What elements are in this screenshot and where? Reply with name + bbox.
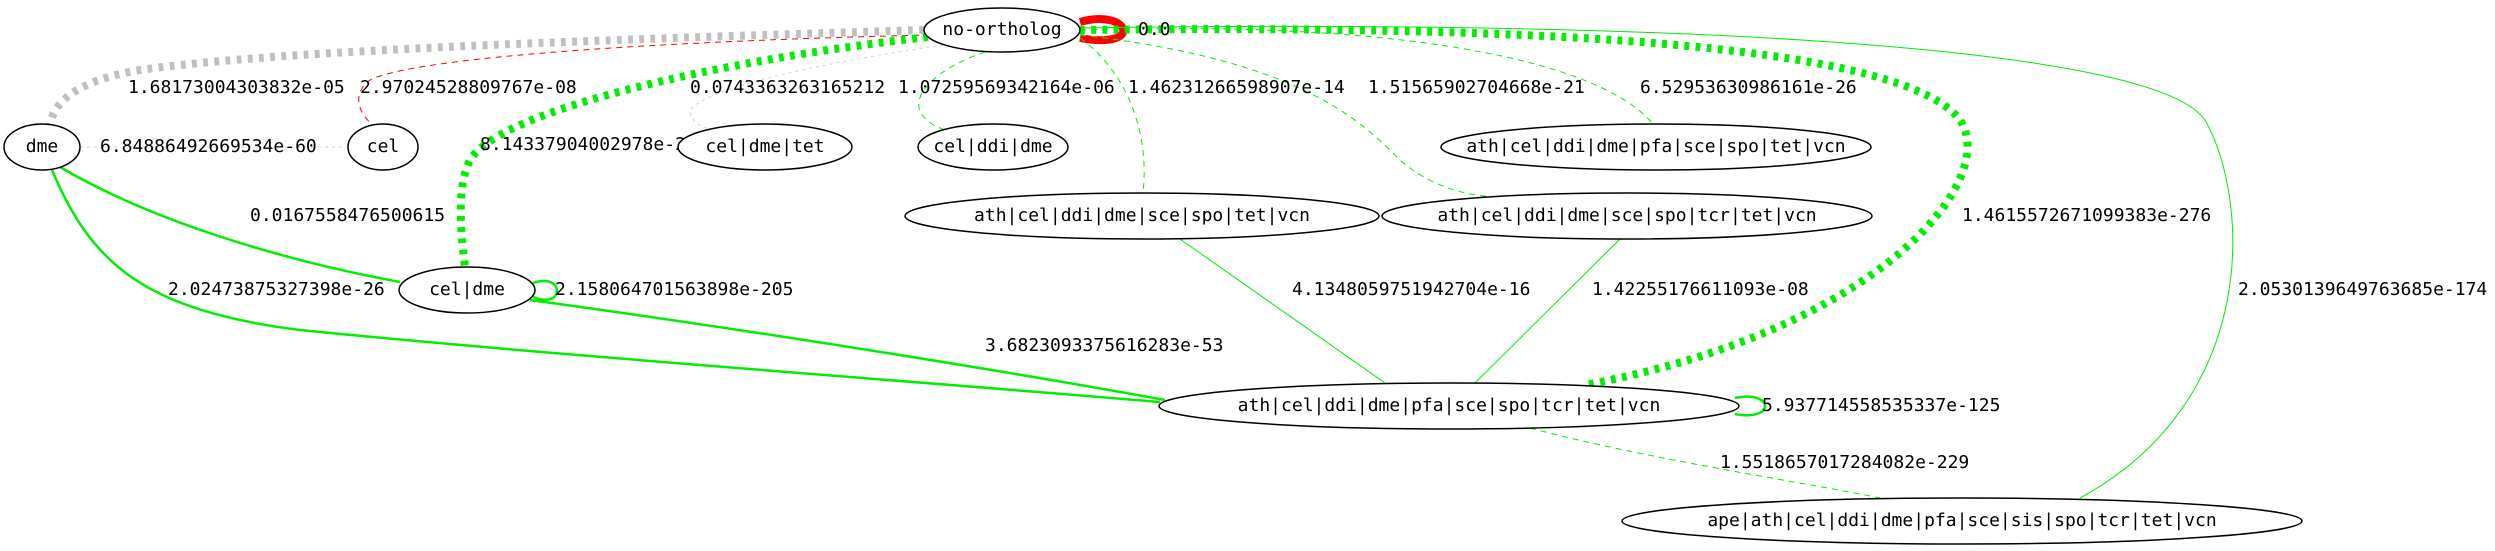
edge-label-e-noortho-8: 1.46231266598907e-14 <box>1128 77 1345 98</box>
edge-label-e-celdme-self: 2.158064701563898e-205 <box>555 279 793 300</box>
node-ellipse <box>904 192 1380 240</box>
node-ape-ath-cel-ddi-dme-pfa-sce-sis-spo-tcr-tet-vcn[interactable]: ape|ath|cel|ddi|dme|pfa|sce|sis|spo|tcr|… <box>1621 497 2303 545</box>
edge-label-e-dme-celdme: 0.0167558476500615 <box>250 205 445 226</box>
node-ellipse <box>923 7 1081 53</box>
node-ellipse <box>917 123 1069 171</box>
edge-e-9tcr-10 <box>1474 238 1621 384</box>
edge-labels-layer: 0.0 1.68173004303832e-05 2.97024528809767e… <box>100 19 2487 473</box>
edge-e-noortho-celdme <box>456 33 929 268</box>
edge-label-e-10-12: 1.5518657017284082e-229 <box>1720 452 1969 473</box>
edge-label-e-noortho-celdme: 8.14337904002978e-28 <box>480 134 697 155</box>
node-label: dme <box>26 136 59 157</box>
nodes-layer: no-ortholog dme cel cel|dme|tet cel|ddi|dme a… <box>3 7 2303 545</box>
node-no-ortholog[interactable]: no-ortholog <box>923 7 1081 53</box>
edge-label-e-noortho-10: 1.4615572671099383e-276 <box>1962 205 2211 226</box>
node-cel[interactable]: cel <box>347 123 419 171</box>
edge-label-e-noortho-cel: 2.97024528809767e-08 <box>360 77 577 98</box>
edge-label-e-noortho-9tcr: 1.51565902704668e-21 <box>1368 77 1585 98</box>
edge-e-dme-10 <box>50 169 1161 404</box>
edge-label-e-noortho-9pfa: 6.52953630986161e-26 <box>1640 77 1857 98</box>
node-label: cel|dme <box>429 279 505 300</box>
node-ath-cel-ddi-dme-sce-spo-tcr-tet-vcn[interactable]: ath|cel|ddi|dme|sce|spo|tcr|tet|vcn <box>1381 192 1873 240</box>
node-cel-dme-tet[interactable]: cel|dme|tet <box>677 123 853 171</box>
edge-label-e-noortho-celddidme: 1.07259569342164e-06 <box>898 77 1115 98</box>
edge-e-noortho-10 <box>1079 25 1972 389</box>
node-ellipse <box>1381 192 1873 240</box>
edge-e-noortho-celddidme <box>918 51 986 131</box>
node-label: cel|ddi|dme <box>933 136 1052 157</box>
edge-e-dme-celdme <box>59 165 401 284</box>
edge-label-e-dme-10: 2.02473875327398e-26 <box>168 279 385 300</box>
node-cel-dme[interactable]: cel|dme <box>398 266 536 314</box>
edges-layer <box>46 15 2234 499</box>
node-label: ath|cel|ddi|dme|sce|spo|tet|vcn <box>974 205 1310 226</box>
node-dme[interactable]: dme <box>3 123 81 171</box>
edge-e-noortho-12 <box>1079 25 2234 499</box>
node-label: ath|cel|ddi|dme|pfa|sce|spo|tcr|tet|vcn <box>1238 395 1661 416</box>
node-ellipse <box>1621 497 2303 545</box>
edge-e-noortho-8 <box>1079 37 1145 194</box>
edge-e-noortho-cel <box>358 34 931 127</box>
edge-label-e-noortho-self: 0.0 <box>1138 19 1171 40</box>
edge-e-8-10 <box>1179 238 1386 384</box>
edge-label-e-noortho-dme: 1.68173004303832e-05 <box>128 77 345 98</box>
node-cel-ddi-dme[interactable]: cel|ddi|dme <box>917 123 1069 171</box>
node-ellipse <box>677 123 853 171</box>
edge-label-e-10-self: 5.937714558535337e-125 <box>1762 395 2000 416</box>
node-label: cel|dme|tet <box>705 136 824 157</box>
edge-e-noortho-dme <box>46 26 925 126</box>
edge-e-noortho-9tcr <box>1079 34 1521 198</box>
node-ellipse <box>398 266 536 314</box>
edge-e-10-self <box>1734 395 1767 417</box>
node-ath-cel-ddi-dme-pfa-sce-spo-tcr-tet-vcn[interactable]: ath|cel|ddi|dme|pfa|sce|spo|tcr|tet|vcn <box>1158 382 1740 430</box>
node-ath-cel-ddi-dme-pfa-sce-spo-tet-vcn[interactable]: ath|cel|ddi|dme|pfa|sce|spo|tet|vcn <box>1440 123 1872 171</box>
edge-e-noortho-self <box>1078 15 1128 45</box>
node-label: ape|ath|cel|ddi|dme|pfa|sce|sis|spo|tcr|… <box>1707 510 2216 531</box>
node-ath-cel-ddi-dme-sce-spo-tet-vcn[interactable]: ath|cel|ddi|dme|sce|spo|tet|vcn <box>904 192 1380 240</box>
node-label: no-ortholog <box>942 19 1061 40</box>
edge-label-e-dme-cel: 6.84886492669534e-60 <box>100 136 317 157</box>
node-ellipse <box>1440 123 1872 171</box>
edge-label-e-noortho-12: 2.0530139649763685e-174 <box>2238 279 2487 300</box>
node-label: cel <box>367 136 400 157</box>
node-ellipse <box>347 123 419 171</box>
edge-label-e-8-10: 4.1348059751942704e-16 <box>1292 279 1530 300</box>
edge-e-celdme-10 <box>529 298 1166 402</box>
node-label: ath|cel|ddi|dme|sce|spo|tcr|tet|vcn <box>1437 205 1816 226</box>
node-label: ath|cel|ddi|dme|pfa|sce|spo|tet|vcn <box>1466 136 1845 157</box>
edge-e-10-12 <box>1529 427 1881 499</box>
node-ellipse <box>1158 382 1740 430</box>
edge-label-e-9tcr-10: 1.42255176611093e-08 <box>1592 279 1809 300</box>
edge-e-noortho-celdmetet <box>689 43 951 131</box>
edge-label-e-celdme-10: 3.6823093375616283e-53 <box>985 335 1223 356</box>
edge-e-celdme-self <box>532 279 559 301</box>
node-ellipse <box>3 123 81 171</box>
edge-label-e-noortho-celdmetet: 0.0743363263165212 <box>690 77 885 98</box>
